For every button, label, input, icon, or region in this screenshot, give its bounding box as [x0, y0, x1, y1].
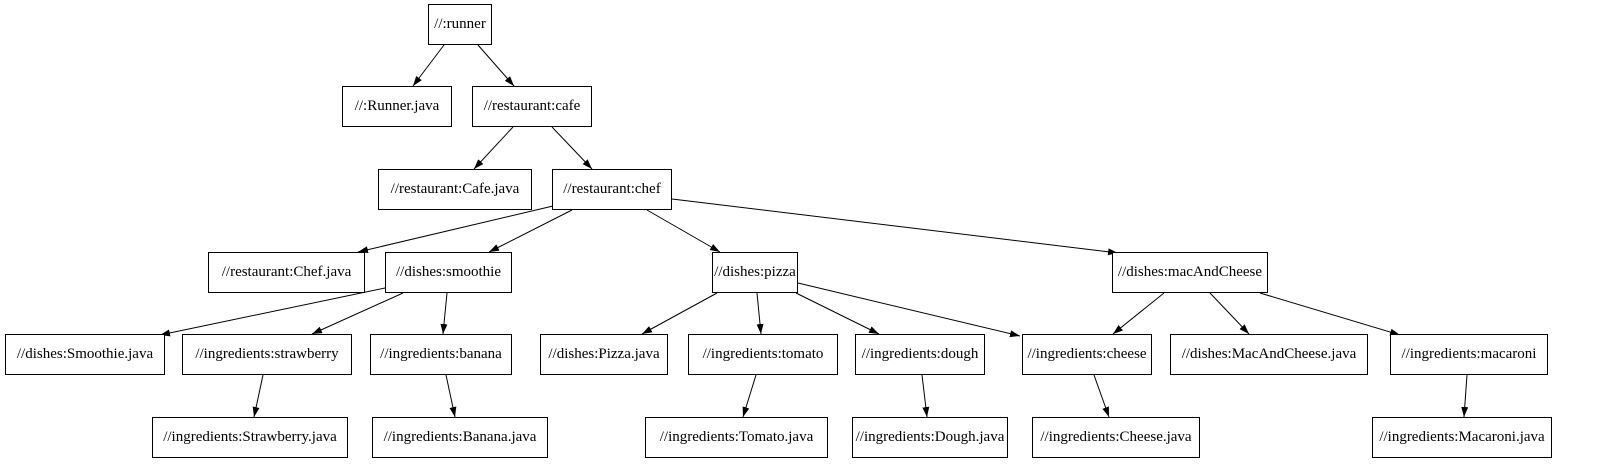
graph-node-label: //ingredients:dough: [861, 346, 979, 362]
edge-banana-to-banana_java: [445, 374, 457, 418]
graph-node-macaroni_java: //ingredients:Macaroni.java: [1372, 417, 1552, 458]
graph-node-macaroni: //ingredients:macaroni: [1390, 334, 1548, 375]
edge-pizza-to-dough: [795, 292, 880, 335]
graph-node-cafe_java: //restaurant:Cafe.java: [378, 169, 532, 210]
graph-node-chef: //restaurant:chef: [552, 169, 672, 210]
edge-runner-to-cafe: [477, 44, 515, 87]
graph-node-runner_java: //:Runner.java: [342, 86, 452, 127]
graph-node-banana: //ingredients:banana: [370, 334, 512, 375]
graph-node-smoothie: //dishes:smoothie: [385, 252, 512, 293]
edge-cafe-to-chef: [551, 126, 593, 170]
edge-smoothie-to-strawberry: [311, 292, 404, 335]
edge-pizza-to-tomato: [756, 292, 764, 335]
graph-node-label: //ingredients:strawberry: [195, 346, 339, 362]
graph-node-tomato: //ingredients:tomato: [688, 334, 838, 375]
edge-pizza-to-cheese: [797, 282, 1021, 338]
edge-smoothie-to-smoothie_java: [159, 287, 386, 337]
edge-cafe-to-cafe_java: [473, 126, 514, 170]
graph-node-label: //ingredients:Cheese.java: [1040, 429, 1192, 445]
graph-node-pizza: //dishes:pizza: [712, 252, 798, 293]
graph-node-label: //dishes:macAndCheese: [1117, 264, 1263, 280]
graph-node-label: //ingredients:Dough.java: [855, 429, 1005, 445]
graph-node-label: //ingredients:macaroni: [1401, 346, 1537, 362]
edge-macandcheese-to-cheese: [1112, 292, 1165, 335]
graph-node-label: //ingredients:cheese: [1027, 346, 1147, 362]
graph-node-smoothie_java: //dishes:Smoothie.java: [5, 334, 165, 375]
graph-node-cheese: //ingredients:cheese: [1022, 334, 1152, 375]
graph-node-macandcheese: //dishes:macAndCheese: [1112, 252, 1268, 293]
edge-tomato-to-tomato_java: [742, 374, 757, 418]
edge-chef-to-pizza: [646, 209, 721, 253]
edge-pizza-to-pizza_java: [641, 292, 718, 335]
graph-node-label: //ingredients:Strawberry.java: [163, 429, 337, 445]
edge-smoothie-to-banana: [440, 292, 448, 335]
edge-dough-to-dough_java: [921, 374, 930, 418]
graph-node-label: //:runner: [434, 16, 486, 32]
graph-node-strawberry: //ingredients:strawberry: [182, 334, 352, 375]
edge-macaroni-to-macaroni_java: [1461, 374, 1469, 418]
graph-node-runner: //:runner: [428, 4, 492, 45]
graph-node-label: //:Runner.java: [354, 98, 440, 114]
graph-node-dough_java: //ingredients:Dough.java: [852, 417, 1008, 458]
graph-node-label: //dishes:Pizza.java: [548, 346, 660, 362]
graph-node-label: //ingredients:tomato: [702, 346, 824, 362]
graph-node-chef_java: //restaurant:Chef.java: [208, 252, 365, 293]
edge-chef-to-macandcheese: [671, 198, 1119, 256]
graph-node-pizza_java: //dishes:Pizza.java: [540, 334, 668, 375]
graph-node-macandcheese_java: //dishes:MacAndCheese.java: [1170, 334, 1368, 375]
edge-chef-to-smoothie: [488, 209, 573, 253]
graph-node-banana_java: //ingredients:Banana.java: [372, 417, 548, 458]
graph-node-label: //restaurant:Cafe.java: [390, 181, 520, 197]
graph-node-label: //restaurant:chef: [563, 181, 661, 197]
graph-node-cheese_java: //ingredients:Cheese.java: [1032, 417, 1200, 458]
graph-node-label: //dishes:Smoothie.java: [16, 346, 154, 362]
graph-node-label: //ingredients:Tomato.java: [659, 429, 814, 445]
graph-node-label: //ingredients:Banana.java: [383, 429, 537, 445]
graph-node-label: //restaurant:cafe: [483, 98, 581, 114]
edge-chef-to-chef_java: [357, 205, 554, 254]
graph-node-cafe: //restaurant:cafe: [472, 86, 592, 127]
edge-cheese-to-cheese_java: [1093, 374, 1110, 418]
edge-runner-to-runner_java: [412, 44, 445, 87]
edge-strawberry-to-strawberry_java: [252, 374, 264, 418]
graph-node-label: //ingredients:Macaroni.java: [1379, 429, 1545, 445]
graph-node-label: //restaurant:Chef.java: [221, 264, 352, 280]
edge-macandcheese-to-macandcheese_java: [1209, 292, 1250, 335]
graph-node-strawberry_java: //ingredients:Strawberry.java: [152, 417, 348, 458]
graph-node-dough: //ingredients:dough: [855, 334, 985, 375]
graph-node-label: //dishes:MacAndCheese.java: [1181, 346, 1357, 362]
graph-node-tomato_java: //ingredients:Tomato.java: [645, 417, 828, 458]
edge-macandcheese-to-macaroni: [1259, 292, 1401, 336]
graph-node-label: //dishes:pizza: [714, 264, 796, 280]
edge-group: [159, 44, 1469, 418]
graph-node-label: //dishes:smoothie: [396, 264, 501, 280]
graph-node-label: //ingredients:banana: [380, 346, 502, 362]
